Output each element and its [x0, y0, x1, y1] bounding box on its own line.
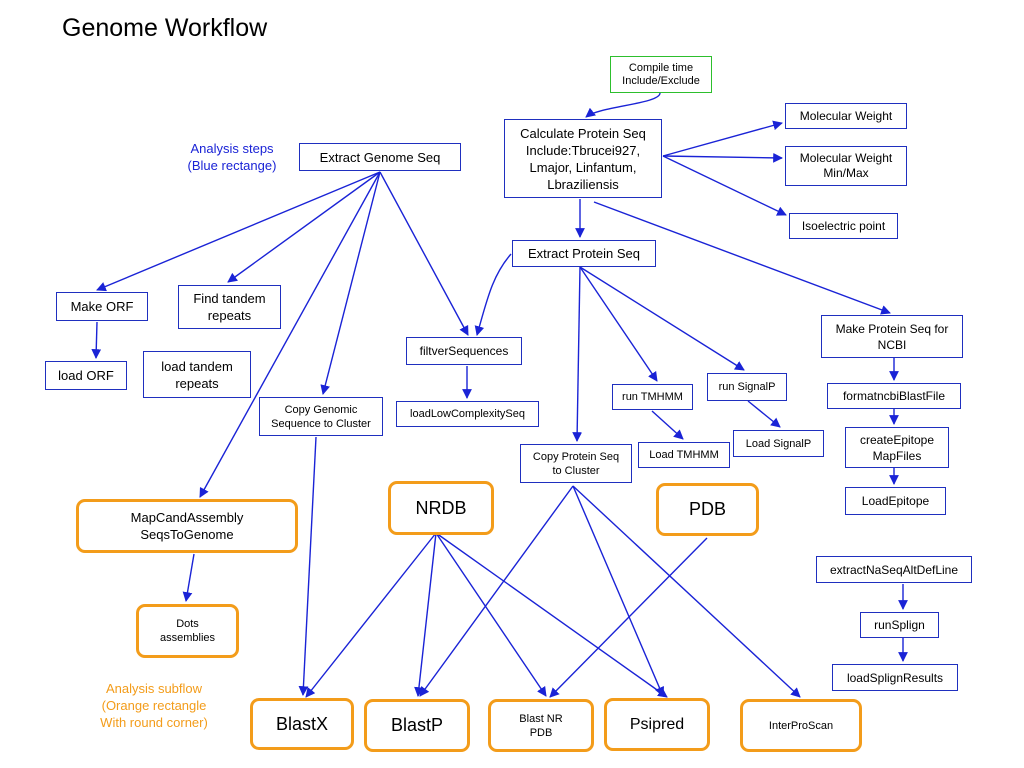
edge-copy-protein-to-blastp	[419, 485, 574, 697]
node-compile-time[interactable]: Compile time Include/Exclude	[610, 56, 712, 93]
node-load-orf[interactable]: load ORF	[45, 361, 127, 390]
node-make-orf[interactable]: Make ORF	[56, 292, 148, 321]
node-load-tandem-repeats[interactable]: load tandem repeats	[143, 351, 251, 398]
node-create-epitope-mapfiles[interactable]: createEpitope MapFiles	[845, 427, 949, 468]
subflow-mapcand-assembly[interactable]: MapCandAssembly SeqsToGenome	[76, 499, 298, 553]
node-find-tandem-repeats[interactable]: Find tandem repeats	[178, 285, 281, 329]
edge-calc-to-molweight	[662, 120, 783, 157]
edge-calc-to-make-ncbi	[593, 201, 891, 315]
node-load-splign-results[interactable]: loadSplignResults	[832, 664, 958, 691]
node-molecular-weight-minmax[interactable]: Molecular Weight Min/Max	[785, 146, 907, 186]
node-make-protein-seq-ncbi[interactable]: Make Protein Seq for NCBI	[821, 315, 963, 358]
edge-calc-to-molweight-minmax	[662, 152, 783, 163]
edge-nrdb-to-psipred	[435, 532, 668, 698]
node-run-signalp[interactable]: run SignalP	[707, 373, 787, 401]
edge-pdb-to-blast-nr-pdb	[549, 537, 708, 698]
node-load-low-complexity-seq[interactable]: loadLowComplexitySeq	[396, 401, 539, 427]
node-extract-na-seq-alt-defline[interactable]: extractNaSeqAltDefLine	[816, 556, 972, 583]
edge-extract-protein-to-copy-protein	[572, 266, 583, 442]
edge-genome-to-find-tandem	[227, 171, 381, 283]
edge-make-orf-to-load-orf	[91, 321, 102, 359]
edge-genome-to-filter	[379, 171, 469, 336]
edge-genome-to-make-orf	[96, 171, 381, 292]
edge-mapcand-to-dots	[182, 553, 195, 602]
node-formatncbi-blast-file[interactable]: formatncbiBlastFile	[827, 383, 961, 409]
subflow-nrdb[interactable]: NRDB	[388, 481, 494, 535]
node-extract-protein-seq[interactable]: Extract Protein Seq	[512, 240, 656, 267]
node-molecular-weight[interactable]: Molecular Weight	[785, 103, 907, 129]
edge-copy-genomic-to-blastx	[298, 436, 317, 696]
subflow-blastx[interactable]: BlastX	[250, 698, 354, 750]
node-calculate-protein-seq[interactable]: Calculate Protein Seq Include:Tbrucei927…	[504, 119, 662, 198]
node-run-splign[interactable]: runSplign	[860, 612, 939, 638]
edge-extract-protein-to-run-tmhmm	[579, 266, 658, 382]
edge-run-signalp-to-load-signalp	[747, 400, 781, 428]
edge-genome-to-mapcand	[199, 171, 381, 498]
subflow-blastp[interactable]: BlastP	[364, 699, 470, 752]
subflow-interproscan[interactable]: InterProScan	[740, 699, 862, 752]
node-run-tmhmm[interactable]: run TMHMM	[612, 384, 693, 410]
node-load-tmhmm[interactable]: Load TMHMM	[638, 442, 730, 468]
node-filter-sequences[interactable]: filtverSequences	[406, 337, 522, 365]
node-load-epitope[interactable]: LoadEpitope	[845, 487, 946, 515]
node-load-signalp[interactable]: Load SignalP	[733, 430, 824, 457]
node-isoelectric-point[interactable]: Isoelectric point	[789, 213, 898, 239]
edge-extract-protein-to-run-signalp	[579, 266, 745, 371]
node-extract-genome-seq[interactable]: Extract Genome Seq	[299, 143, 461, 171]
subflow-blast-nr-pdb[interactable]: Blast NR PDB	[488, 699, 594, 752]
legend-analysis-steps: Analysis steps (Blue rectange)	[187, 141, 277, 173]
edge-run-tmhmm-to-load-tmhmm	[651, 410, 684, 440]
edge-copy-protein-to-interproscan	[572, 485, 801, 698]
edge-extract-protein-to-filter	[474, 253, 512, 336]
edge-compile-to-calc	[585, 92, 661, 118]
legend-analysis-subflow: Analysis subflow (Orange rectangle With …	[100, 681, 208, 730]
edge-copy-protein-to-psipred	[572, 485, 665, 697]
node-copy-genomic-sequence[interactable]: Copy Genomic Sequence to Cluster	[259, 397, 383, 436]
subflow-dots-assemblies[interactable]: Dots assemblies	[136, 604, 239, 658]
page-title: Genome Workflow	[62, 14, 268, 42]
edge-nrdb-to-blastx	[305, 532, 437, 698]
edge-calc-to-isoelectric	[662, 155, 787, 216]
subflow-psipred[interactable]: Psipred	[604, 698, 710, 751]
edge-nrdb-to-blast-nr-pdb	[435, 532, 547, 697]
edge-genome-to-copy-genomic	[320, 171, 381, 395]
subflow-pdb[interactable]: PDB	[656, 483, 759, 536]
node-copy-protein-seq[interactable]: Copy Protein Seq to Cluster	[520, 444, 632, 483]
edge-nrdb-to-blastp	[414, 532, 437, 697]
